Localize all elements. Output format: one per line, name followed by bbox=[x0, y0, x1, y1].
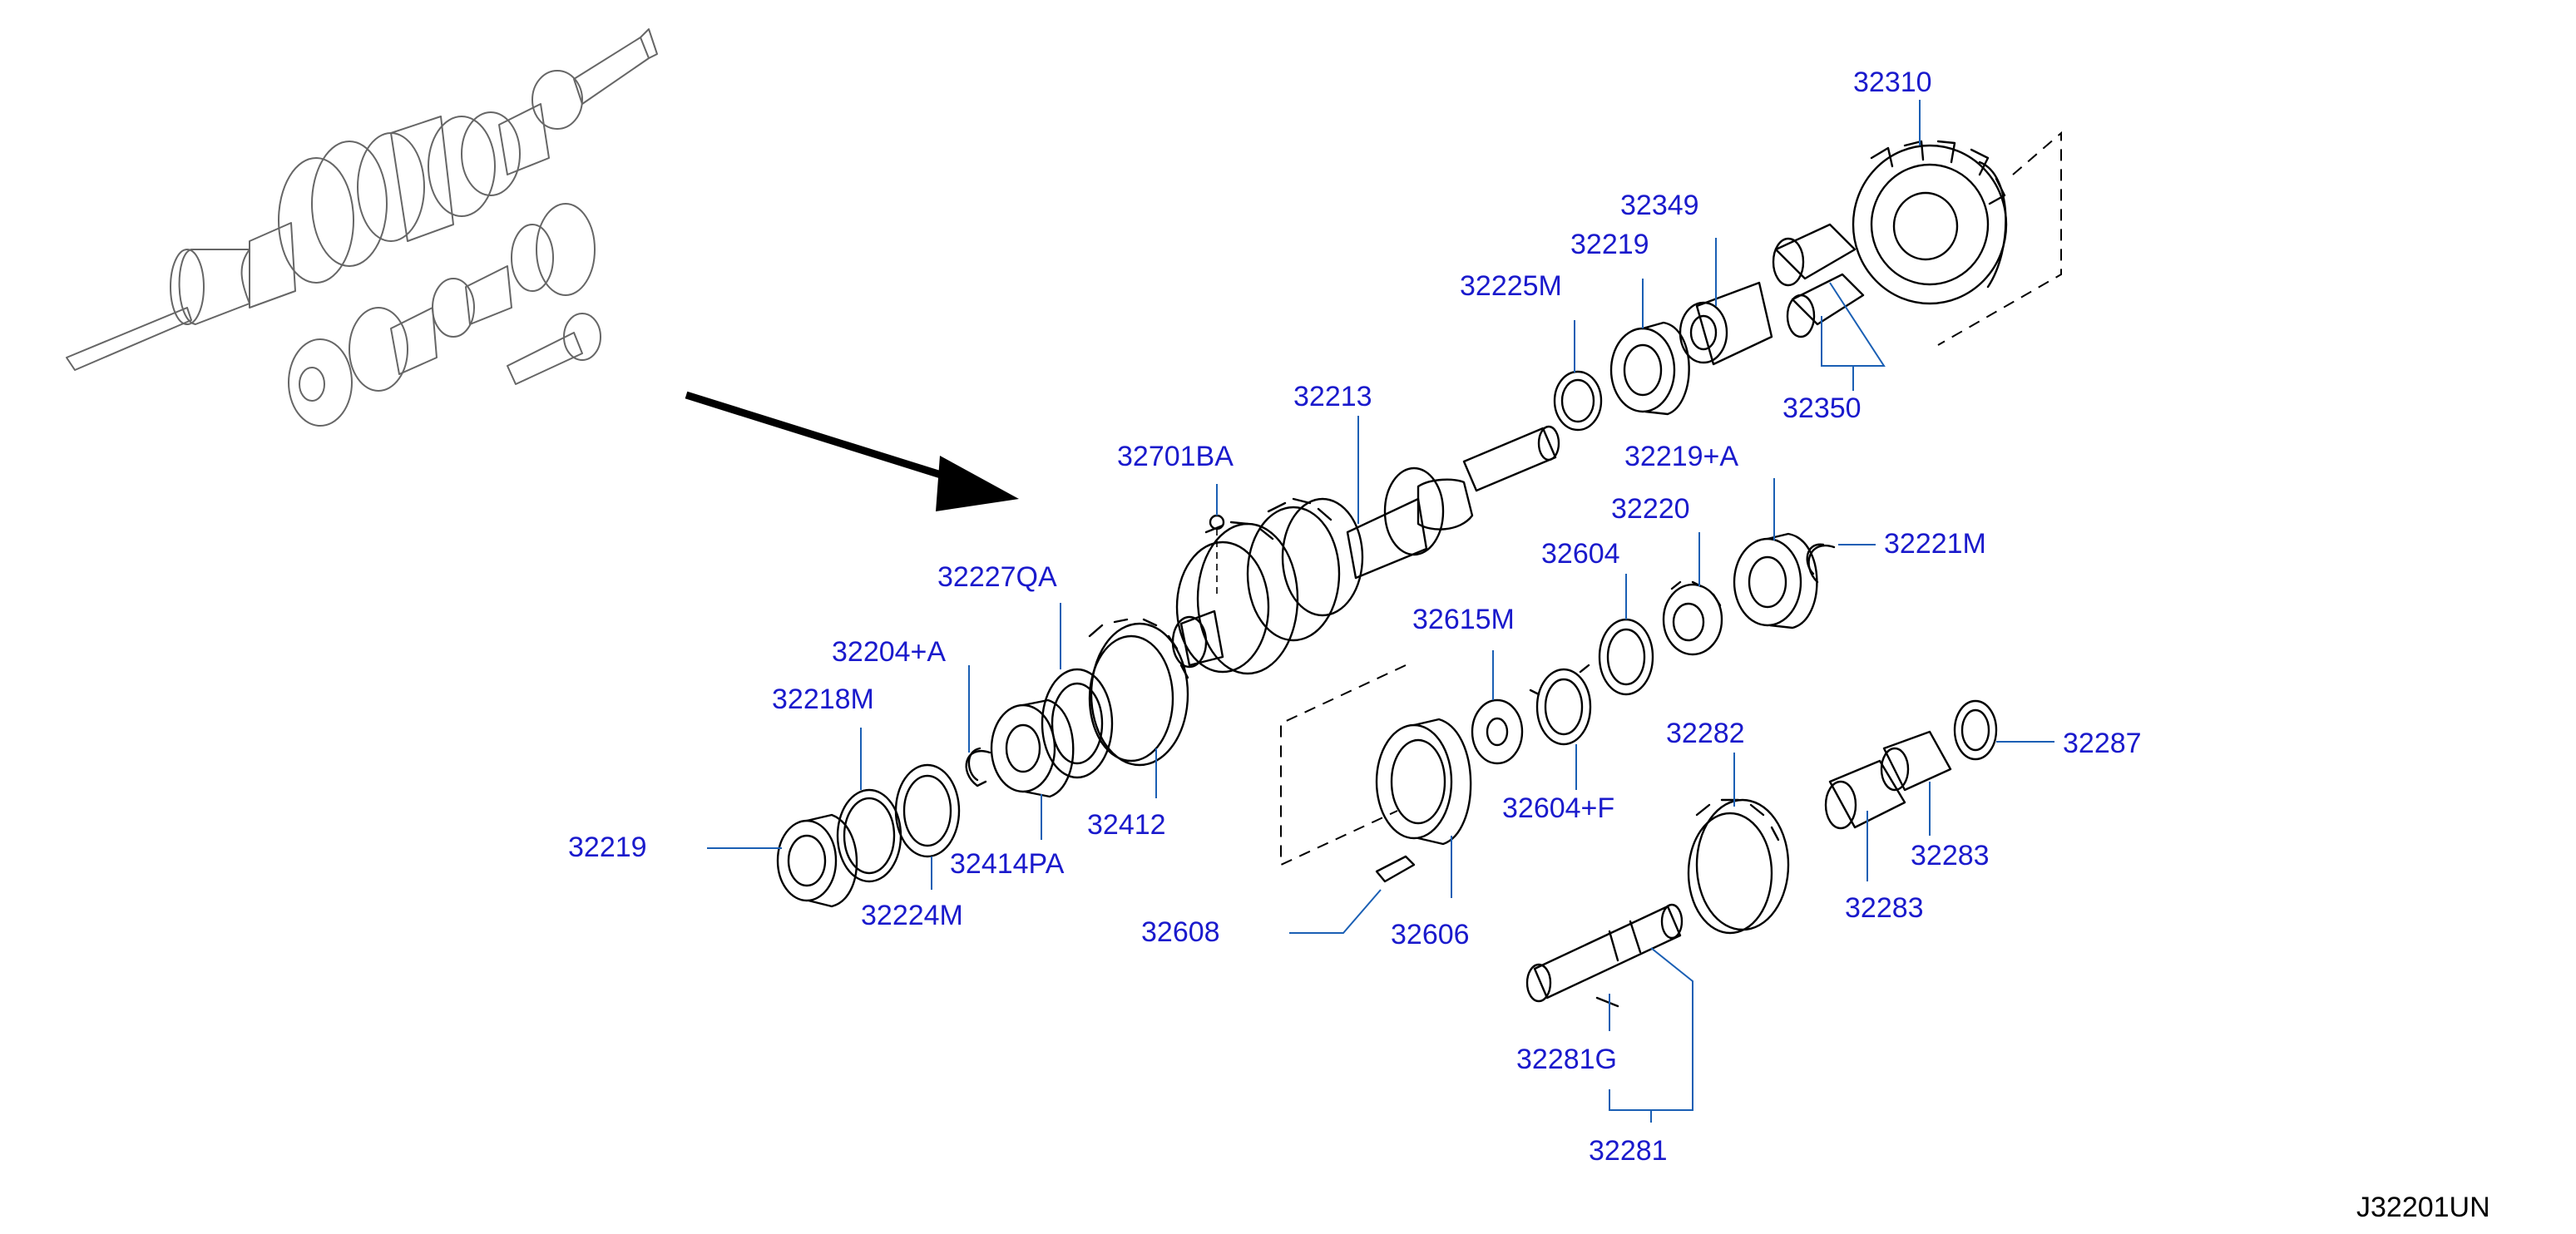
label-32219A: 32219+A bbox=[1624, 441, 1738, 472]
part-32219A-bearing bbox=[1733, 532, 1818, 629]
part-32310-dashed-frame bbox=[1937, 131, 2062, 346]
part-32213-main-shaft bbox=[1171, 425, 1560, 675]
part-32283-needle-bearing-a bbox=[1824, 759, 1906, 830]
part-32227QA-washer bbox=[1041, 668, 1114, 779]
label-32219-bottom: 32219 bbox=[568, 832, 647, 863]
part-32701BA-ball bbox=[1209, 514, 1225, 599]
part-32219-bearing-bottom bbox=[776, 813, 858, 908]
label-32414PA: 32414PA bbox=[950, 848, 1065, 880]
leader-lines bbox=[707, 100, 2054, 1123]
part-32608-insert-key bbox=[1375, 855, 1416, 883]
part-32350-needle-bearing bbox=[1772, 223, 1865, 338]
part-32218M-washer bbox=[836, 788, 902, 883]
label-32224M: 32224M bbox=[861, 900, 963, 931]
assembly-overview-inset bbox=[66, 28, 658, 427]
part-32604F-synchro-ring bbox=[1529, 664, 1592, 746]
part-32282-reverse-idler-gear bbox=[1687, 798, 1790, 935]
part-32219-bearing-top bbox=[1609, 321, 1690, 416]
part-32281-reverse-idler-shaft bbox=[1525, 903, 1684, 1003]
part-32281G-lock-pin bbox=[1595, 996, 1619, 1008]
diagram-code: J32201UN bbox=[2356, 1192, 2490, 1223]
part-32606-dashed-frame bbox=[1280, 664, 1407, 866]
label-32218M: 32218M bbox=[772, 684, 874, 715]
label-32283-a: 32283 bbox=[1845, 892, 1924, 924]
label-32608: 32608 bbox=[1141, 916, 1220, 948]
label-32604F: 32604+F bbox=[1502, 792, 1614, 824]
part-32349-bushing bbox=[1679, 281, 1773, 366]
label-32281: 32281 bbox=[1589, 1135, 1668, 1167]
label-32701BA: 32701BA bbox=[1117, 441, 1234, 472]
leader-32608 bbox=[1289, 889, 1382, 934]
direction-arrow bbox=[685, 391, 1019, 511]
part-32221M-snap-ring bbox=[1806, 543, 1836, 584]
label-32287: 32287 bbox=[2063, 728, 2142, 759]
part-32204A-snap-ring bbox=[965, 747, 991, 787]
label-32221M: 32221M bbox=[1884, 528, 1986, 560]
part-32414PA-bearing bbox=[990, 698, 1075, 798]
part-32287-thrust-washer bbox=[1953, 699, 1998, 761]
leader-32350 bbox=[1821, 282, 1886, 391]
label-32310: 32310 bbox=[1853, 67, 1932, 98]
part-32225M-washer bbox=[1553, 370, 1603, 432]
label-32219-top: 32219 bbox=[1570, 229, 1649, 260]
part-32310-gear bbox=[1852, 140, 2008, 305]
part-32224M-needle-bearing bbox=[894, 763, 961, 858]
label-32227QA: 32227QA bbox=[937, 561, 1057, 593]
part-32283-needle-bearing-b bbox=[1880, 730, 1952, 792]
label-32615M: 32615M bbox=[1412, 604, 1515, 635]
label-32220: 32220 bbox=[1611, 493, 1690, 525]
part-32615M-hub bbox=[1471, 698, 1524, 765]
leader-32281 bbox=[1609, 947, 1693, 1123]
label-32412: 32412 bbox=[1087, 809, 1166, 841]
part-32604-synchro-ring bbox=[1598, 618, 1654, 696]
label-32204A: 32204+A bbox=[832, 636, 946, 668]
label-32349: 32349 bbox=[1620, 190, 1699, 221]
label-32282: 32282 bbox=[1666, 718, 1745, 749]
part-32220-gear bbox=[1662, 580, 1723, 656]
part-32412-gear bbox=[1088, 618, 1189, 767]
part-labels: 32310 32349 32219 32225M 32350 32213 327… bbox=[568, 67, 2142, 1167]
part-32606-coupling-sleeve bbox=[1375, 718, 1472, 846]
label-32283-b: 32283 bbox=[1911, 840, 1990, 871]
label-32606: 32606 bbox=[1391, 919, 1470, 950]
label-32281G: 32281G bbox=[1516, 1044, 1617, 1075]
label-32350: 32350 bbox=[1782, 392, 1862, 424]
label-32213: 32213 bbox=[1293, 381, 1372, 412]
label-32225M: 32225M bbox=[1460, 270, 1562, 302]
label-32604: 32604 bbox=[1541, 538, 1620, 570]
